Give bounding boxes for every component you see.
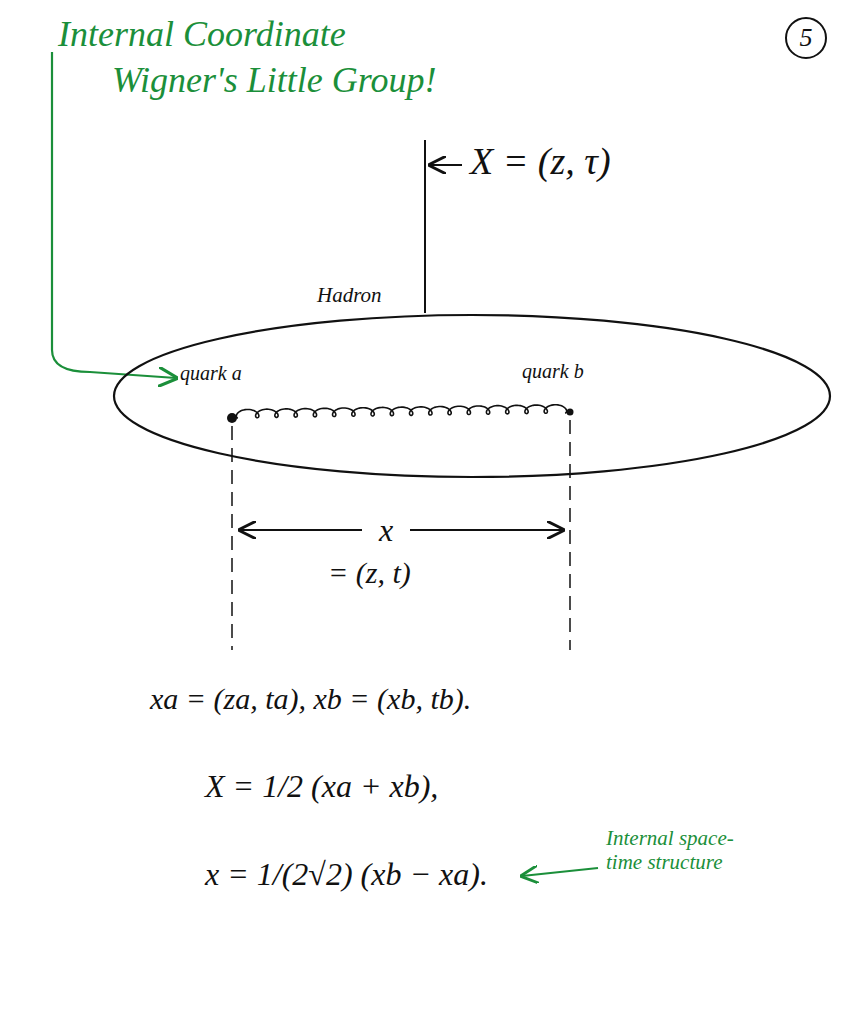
equation: x = 1/(2√2) (xb − xa). — [205, 856, 488, 893]
node-label: Hadron — [317, 283, 382, 307]
quark-dot — [567, 409, 574, 416]
pointer-arrow — [522, 868, 598, 876]
quark-label: quark a — [180, 362, 242, 385]
page-number: 5 — [800, 23, 813, 53]
coordinate-label: = (z, t) — [328, 556, 411, 591]
heading-note: Internal Coordinate — [58, 14, 346, 55]
dimension-arrow — [240, 529, 362, 531]
page-circle — [786, 18, 826, 58]
annotation-note: Internal space-time structure — [606, 826, 756, 874]
pointer-arrow — [52, 52, 176, 378]
equation: xa = (za, ta), xb = (xb, tb). — [150, 682, 471, 717]
dashed-line — [569, 420, 571, 650]
ellipse-outline — [114, 315, 830, 477]
label-arrow — [430, 164, 462, 166]
dashed-line — [231, 426, 233, 650]
center-line — [424, 140, 426, 313]
spring-symbol — [236, 405, 566, 418]
dimension-arrow — [410, 529, 563, 531]
heading-note: Wigner's Little Group! — [112, 60, 436, 101]
quark-dot — [227, 413, 237, 423]
coordinate-label: X = (z, τ) — [470, 140, 611, 184]
quark-label: quark b — [522, 360, 584, 383]
equation: X = 1/2 (xa + xb), — [205, 768, 438, 805]
hadron-ellipse: Hadron — [112, 313, 832, 479]
ellipse-outline — [112, 313, 832, 479]
variable-label: x — [379, 512, 393, 549]
